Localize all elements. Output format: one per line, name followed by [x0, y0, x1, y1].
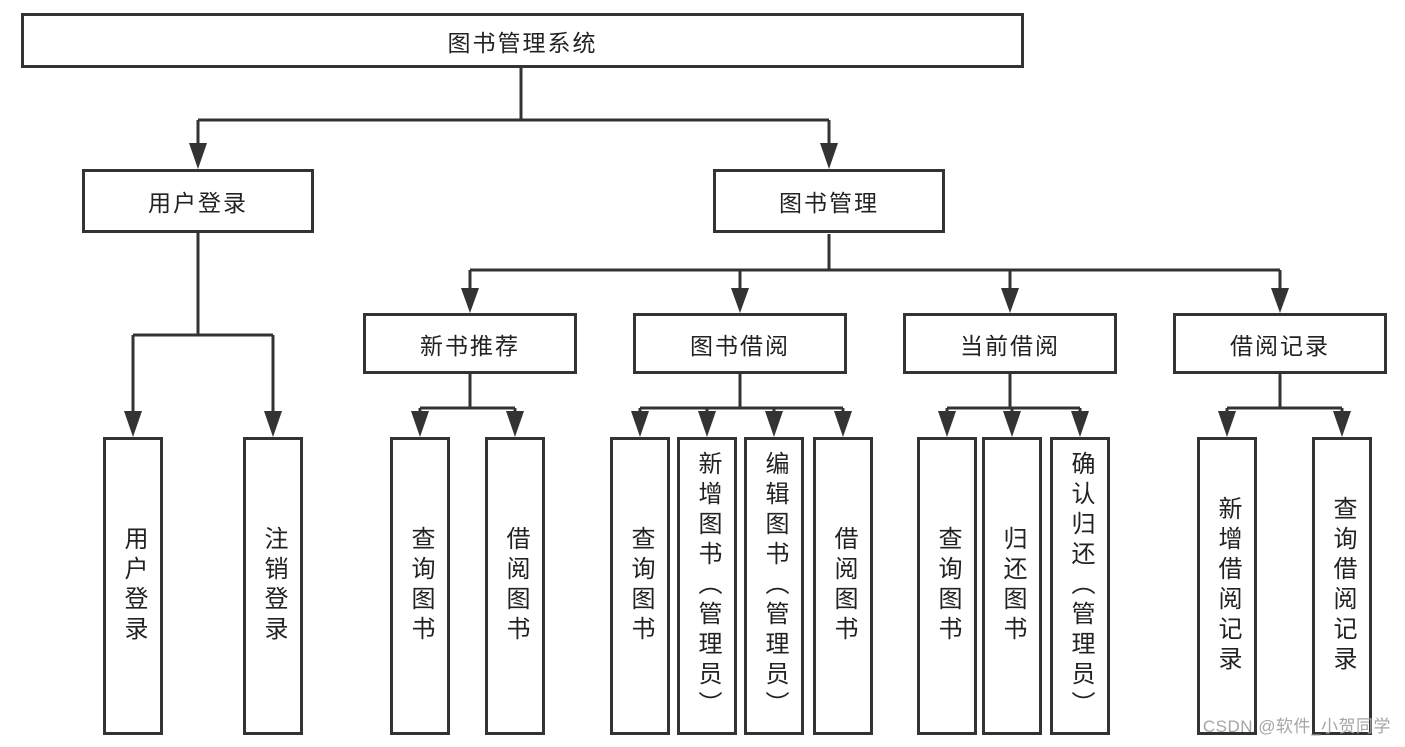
leaf-edit-books-admin-label: 编辑图书（管理员） [761, 451, 788, 721]
leaf-return-books: 归还图书 [982, 437, 1042, 735]
connector-newbook-to-leaves [418, 374, 517, 415]
arrow-icon [1271, 288, 1289, 313]
arrow-icon [506, 411, 524, 437]
node-book-management: 图书管理 [713, 169, 945, 233]
leaf-logout: 注销登录 [243, 437, 303, 735]
arrow-icon [938, 411, 956, 437]
node-root: 图书管理系统 [21, 13, 1024, 68]
connector-records-to-leaves [1225, 374, 1344, 415]
leaf-borrow-books-2-label: 借阅图书 [830, 526, 857, 646]
node-user-login-label: 用户登录 [148, 190, 248, 216]
watermark: CSDN @软件_小贺同学 [1202, 717, 1391, 736]
arrow-icon [1003, 411, 1021, 437]
node-book-management-label: 图书管理 [779, 190, 879, 216]
arrow-icon [698, 411, 716, 437]
arrow-icon [1001, 288, 1019, 313]
arrow-icon [765, 411, 783, 437]
node-current-borrow-label: 当前借阅 [960, 332, 1060, 359]
node-borrow-records: 借阅记录 [1173, 313, 1387, 374]
leaf-query-books-2: 查询图书 [610, 437, 670, 735]
arrow-icon [1218, 411, 1236, 437]
arrow-icon [189, 143, 207, 169]
node-user-login: 用户登录 [82, 169, 314, 233]
leaf-add-borrow-record: 新增借阅记录 [1197, 437, 1257, 735]
leaf-add-books-admin-label: 新增图书（管理员） [694, 451, 721, 721]
arrow-icon [124, 411, 142, 437]
arrow-icon [264, 411, 282, 437]
arrow-icon [820, 143, 838, 169]
leaf-edit-books-admin: 编辑图书（管理员） [744, 437, 804, 735]
connector-borrow-to-leaves [638, 374, 845, 415]
leaf-query-books-3-label: 查询图书 [934, 526, 961, 646]
arrow-icon [461, 288, 479, 313]
node-borrow-records-label: 借阅记录 [1230, 332, 1330, 359]
leaf-borrow-books-2: 借阅图书 [813, 437, 873, 735]
leaf-confirm-return-admin: 确认归还（管理员） [1050, 437, 1110, 735]
connector-current-to-leaves [945, 374, 1082, 415]
node-root-label: 图书管理系统 [447, 29, 598, 56]
arrow-icon [834, 411, 852, 437]
arrow-icon [631, 411, 649, 437]
leaf-user-login: 用户登录 [103, 437, 163, 735]
leaf-confirm-return-admin-label: 确认归还（管理员） [1067, 451, 1094, 721]
connector-root-to-level2 [196, 68, 831, 146]
arrow-icon [411, 411, 429, 437]
leaf-query-books-3: 查询图书 [917, 437, 977, 735]
arrow-icon [1071, 411, 1089, 437]
leaf-query-borrow-record-label: 查询借阅记录 [1329, 496, 1356, 676]
leaf-borrow-books-1: 借阅图书 [485, 437, 545, 735]
leaf-add-borrow-record-label: 新增借阅记录 [1214, 496, 1241, 676]
leaf-user-login-label: 用户登录 [120, 526, 147, 646]
leaf-query-books-1: 查询图书 [390, 437, 450, 735]
node-new-book-recommend-label: 新书推荐 [420, 332, 520, 359]
leaf-return-books-label: 归还图书 [999, 526, 1026, 646]
node-new-book-recommend: 新书推荐 [363, 313, 577, 374]
arrow-icon [1333, 411, 1351, 437]
node-book-borrow-label: 图书借阅 [690, 332, 790, 359]
leaf-add-books-admin: 新增图书（管理员） [677, 437, 737, 735]
leaf-query-borrow-record: 查询借阅记录 [1312, 437, 1372, 735]
node-current-borrow: 当前借阅 [903, 313, 1117, 374]
arrow-icon [731, 288, 749, 313]
leaf-query-books-2-label: 查询图书 [627, 526, 654, 646]
connector-login-to-leaves [131, 233, 275, 414]
leaf-borrow-books-1-label: 借阅图书 [502, 526, 529, 646]
connector-management-to-level3 [468, 234, 1282, 290]
node-book-borrow: 图书借阅 [633, 313, 847, 374]
leaf-logout-label: 注销登录 [260, 526, 287, 646]
leaf-query-books-1-label: 查询图书 [407, 526, 434, 646]
